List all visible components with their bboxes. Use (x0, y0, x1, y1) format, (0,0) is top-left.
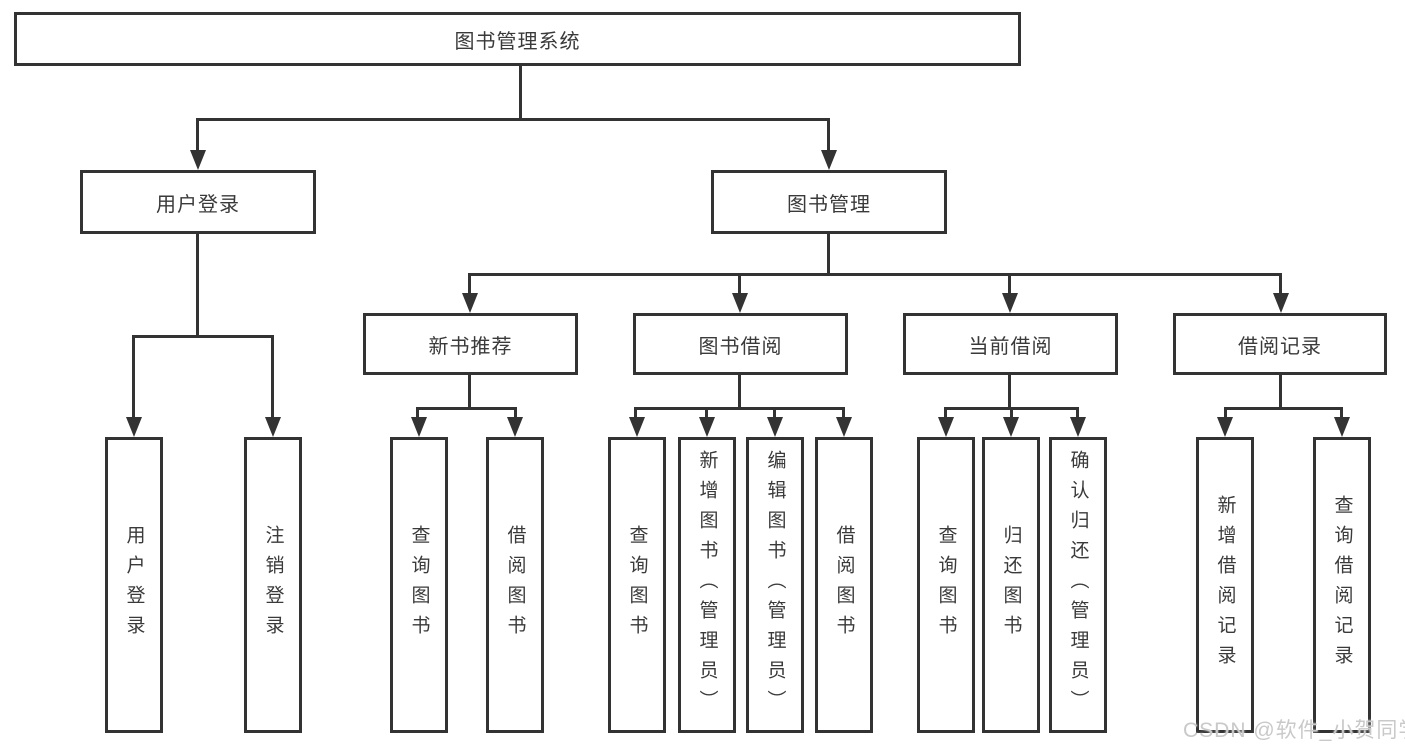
connector-user-login-drop (196, 234, 199, 338)
connector-records-rail (1224, 407, 1343, 410)
node-book-management: 图书管理 (711, 170, 947, 234)
connector-bor-borrow-shaft (842, 407, 845, 421)
leaf-confirm-return-admin-label: 确认归还（管理员） (1067, 450, 1089, 720)
connector-rec-query-shaft (416, 407, 419, 421)
arrowhead-book-management (821, 150, 837, 170)
connector-cur-confirm-shaft (1076, 407, 1079, 421)
leaf-borrow-books: 借阅图书 (815, 437, 873, 733)
arrowhead-new-recommend (462, 293, 478, 313)
connector-recommend-drop (468, 375, 471, 410)
connector-leaf-logout-shaft (271, 335, 274, 421)
leaf-add-borrow-record-label: 新增借阅记录 (1214, 495, 1236, 675)
connector-current-drop (1008, 375, 1011, 410)
connector-book-management-shaft (827, 118, 830, 154)
node-borrow-records-label: 借阅记录 (1238, 335, 1322, 358)
connector-bor-edit-shaft (773, 407, 776, 421)
arrowhead-cur-confirm (1070, 417, 1086, 437)
arrowhead-bor-query (629, 417, 645, 437)
connector-cur-return-shaft (1010, 407, 1013, 421)
leaf-add-borrow-record: 新增借阅记录 (1196, 437, 1254, 733)
connector-new-recommend-shaft (468, 273, 471, 297)
arrowhead-recd-add (1217, 417, 1233, 437)
arrowhead-bor-add (699, 417, 715, 437)
connector-current-borrow-shaft (1008, 273, 1011, 297)
leaf-current-query-books: 查询图书 (917, 437, 975, 733)
connector-borrow-drop (738, 375, 741, 410)
node-new-book-recommend-label: 新书推荐 (428, 335, 513, 358)
leaf-borrow-query-books: 查询图书 (608, 437, 666, 733)
connector-root-drop (519, 64, 522, 121)
leaf-recommend-query-books-label: 查询图书 (408, 525, 430, 645)
arrowhead-current-borrow (1002, 293, 1018, 313)
node-book-management-label: 图书管理 (787, 193, 871, 216)
leaf-user-login-label: 用户登录 (123, 525, 145, 645)
connector-recommend-rail (416, 407, 517, 410)
connector-borrow-records-shaft (1279, 273, 1282, 297)
connector-recd-add-shaft (1224, 407, 1227, 421)
leaf-query-borrow-record-label: 查询借阅记录 (1331, 495, 1353, 675)
connector-book-management-drop (827, 234, 830, 276)
node-root-label: 图书管理系统 (454, 30, 581, 53)
connector-user-login-shaft (196, 118, 199, 154)
leaf-recommend-query-books: 查询图书 (390, 437, 448, 733)
connector-rec-borrow-shaft (514, 407, 517, 421)
leaf-recommend-borrow-books-label: 借阅图书 (504, 525, 526, 645)
connector-book-borrow-shaft (738, 273, 741, 297)
arrowhead-recd-query (1334, 417, 1350, 437)
connector-bor-query-shaft (634, 407, 637, 421)
node-book-borrow: 图书借阅 (633, 313, 848, 375)
arrowhead-cur-query (938, 417, 954, 437)
leaf-borrow-books-label: 借阅图书 (833, 525, 855, 645)
node-user-login: 用户登录 (80, 170, 316, 234)
connector-leaf-login-shaft (132, 335, 135, 421)
arrowhead-rec-borrow (507, 417, 523, 437)
connector-level3-rail (468, 273, 1282, 276)
connector-records-drop (1279, 375, 1282, 410)
node-root: 图书管理系统 (14, 12, 1021, 66)
arrowhead-leaf-login (126, 417, 142, 437)
connector-level2-rail (196, 118, 830, 121)
node-book-borrow-label: 图书借阅 (698, 335, 783, 358)
leaf-query-borrow-record: 查询借阅记录 (1313, 437, 1371, 733)
connector-cur-query-shaft (944, 407, 947, 421)
node-borrow-records: 借阅记录 (1173, 313, 1387, 375)
leaf-edit-books-admin: 编辑图书（管理员） (746, 437, 804, 733)
node-current-borrow: 当前借阅 (903, 313, 1118, 375)
csdn-watermark: CSDN @软件_小贺同学 (1183, 719, 1405, 742)
arrowhead-leaf-logout (265, 417, 281, 437)
arrowhead-rec-query (411, 417, 427, 437)
arrowhead-bor-edit (767, 417, 783, 437)
leaf-edit-books-admin-label: 编辑图书（管理员） (764, 450, 786, 720)
leaf-add-books-admin: 新增图书（管理员） (678, 437, 736, 733)
arrowhead-book-borrow (732, 293, 748, 313)
leaf-current-query-books-label: 查询图书 (935, 525, 957, 645)
leaf-logout: 注销登录 (244, 437, 302, 733)
leaf-confirm-return-admin: 确认归还（管理员） (1049, 437, 1107, 733)
connector-bor-add-shaft (705, 407, 708, 421)
leaf-return-books-label: 归还图书 (1000, 525, 1022, 645)
leaf-add-books-admin-label: 新增图书（管理员） (696, 450, 718, 720)
leaf-borrow-query-books-label: 查询图书 (626, 525, 648, 645)
arrowhead-cur-return (1003, 417, 1019, 437)
leaf-logout-label: 注销登录 (262, 525, 284, 645)
leaf-recommend-borrow-books: 借阅图书 (486, 437, 544, 733)
connector-recd-query-shaft (1340, 407, 1343, 421)
arrowhead-user-login (190, 150, 206, 170)
node-current-borrow-label: 当前借阅 (968, 335, 1053, 358)
arrowhead-borrow-records (1273, 293, 1289, 313)
connector-borrow-rail (634, 407, 844, 410)
node-new-book-recommend: 新书推荐 (363, 313, 578, 375)
connector-user-login-rail (132, 335, 274, 338)
leaf-user-login: 用户登录 (105, 437, 163, 733)
arrowhead-bor-borrow (836, 417, 852, 437)
leaf-return-books: 归还图书 (982, 437, 1040, 733)
node-user-login-label: 用户登录 (156, 193, 240, 216)
